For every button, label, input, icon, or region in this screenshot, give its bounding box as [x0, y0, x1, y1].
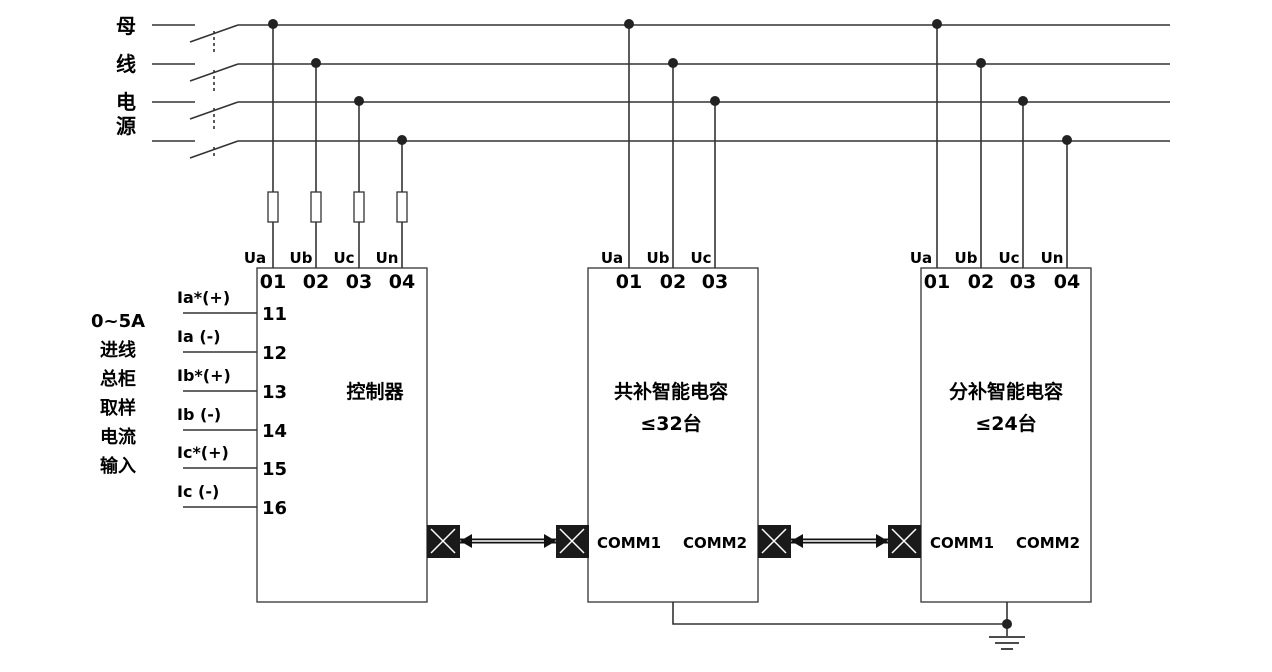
terminal-number: 12 — [262, 343, 287, 364]
terminal-number: 14 — [262, 421, 287, 442]
terminal-number: 01 — [924, 271, 950, 293]
phase-label: Uc — [998, 249, 1019, 267]
comm1-label: COMM1 — [930, 534, 994, 552]
terminal-number: 03 — [702, 271, 728, 293]
caption-line: 电流 — [100, 426, 136, 448]
split-cap-phase-labels: Ua Ub Uc Un 01 02 03 04 — [910, 249, 1080, 293]
caption-line: 取样 — [100, 397, 136, 419]
terminal-number: 01 — [616, 271, 642, 293]
busbar-label-char: 线 — [116, 52, 136, 76]
terminal-number: 16 — [262, 498, 287, 519]
ground-junction-dot — [1002, 619, 1012, 629]
phase-label: Uc — [333, 249, 354, 267]
comm-connector — [758, 525, 791, 558]
common-cap-voltage-wires — [628, 23, 716, 268]
current-input-caption: 0~5A 进线 总柜 取样 电流 输入 — [91, 311, 145, 477]
ground-wire — [672, 602, 1008, 636]
junction-dots — [268, 19, 1072, 145]
split-cap-box — [920, 267, 1092, 603]
signal-label: Ia (-) — [177, 327, 221, 346]
terminal-number: 04 — [1054, 271, 1080, 293]
controller-voltage-wires — [267, 23, 408, 268]
current-signal-labels: Ia*(+) Ia (-) Ib*(+) Ib (-) Ic*(+) Ic (-… — [177, 288, 231, 501]
terminal-number: 04 — [389, 271, 415, 293]
fuse — [267, 191, 279, 223]
common-cap-title: 共补智能电容 — [614, 380, 728, 403]
controller-box — [256, 267, 428, 603]
signal-label: Ic (-) — [177, 482, 219, 501]
terminal-number: 13 — [262, 382, 287, 403]
controller-phase-labels: Ua Ub Uc Un 01 02 03 04 — [244, 249, 415, 293]
terminal-number: 02 — [968, 271, 994, 293]
busbars — [152, 24, 1170, 159]
signal-label: Ic*(+) — [177, 443, 229, 462]
busbar-label-char: 源 — [116, 114, 136, 138]
terminal-number: 15 — [262, 459, 287, 480]
terminal-number: 01 — [260, 271, 286, 293]
phase-label: Un — [376, 249, 399, 267]
terminal-number: 03 — [346, 271, 372, 293]
terminal-number: 03 — [1010, 271, 1036, 293]
comm-link — [460, 534, 556, 548]
comm2-label: COMM2 — [683, 534, 747, 552]
comm2-label: COMM2 — [1016, 534, 1080, 552]
split-cap-capacity: ≤24台 — [975, 412, 1036, 435]
signal-label: Ib*(+) — [177, 366, 231, 385]
split-cap-voltage-wires — [936, 23, 1068, 268]
phase-label: Ua — [601, 249, 623, 267]
ground-icon — [989, 636, 1025, 650]
current-terminals: 11 12 13 14 15 16 — [262, 304, 287, 519]
caption-line: 输入 — [100, 455, 136, 477]
terminal-number: 02 — [303, 271, 329, 293]
comm-connector — [427, 525, 460, 558]
terminal-number: 11 — [262, 304, 287, 325]
phase-label: Ub — [647, 249, 670, 267]
signal-label: Ib (-) — [177, 405, 221, 424]
fuse — [353, 191, 365, 223]
caption-line: 进线 — [100, 339, 136, 361]
comm1-label: COMM1 — [597, 534, 661, 552]
caption-line: 0~5A — [91, 311, 145, 332]
common-cap-box — [587, 267, 759, 603]
phase-label: Ub — [290, 249, 313, 267]
common-cap-capacity: ≤32台 — [640, 412, 701, 435]
split-cap-title: 分补智能电容 — [949, 380, 1063, 403]
signal-label: Ia*(+) — [177, 288, 230, 307]
phase-label: Ua — [244, 249, 266, 267]
busbar-label-char: 电 — [116, 90, 136, 114]
fuse — [396, 191, 408, 223]
caption-line: 总柜 — [100, 368, 136, 390]
fuse — [310, 191, 322, 223]
phase-label: Uc — [690, 249, 711, 267]
busbar-label-char: 母 — [116, 14, 136, 38]
phase-label: Un — [1041, 249, 1064, 267]
terminal-number: 02 — [660, 271, 686, 293]
comm-connector — [556, 525, 589, 558]
busbar-label: 母 线 电 源 — [116, 14, 136, 138]
phase-label: Ua — [910, 249, 932, 267]
current-input-wires — [183, 312, 257, 508]
phase-label: Ub — [955, 249, 978, 267]
comm-connector — [888, 525, 921, 558]
comm-link — [791, 534, 888, 548]
common-cap-phase-labels: Ua Ub Uc 01 02 03 — [601, 249, 728, 293]
controller-title: 控制器 — [346, 380, 404, 403]
